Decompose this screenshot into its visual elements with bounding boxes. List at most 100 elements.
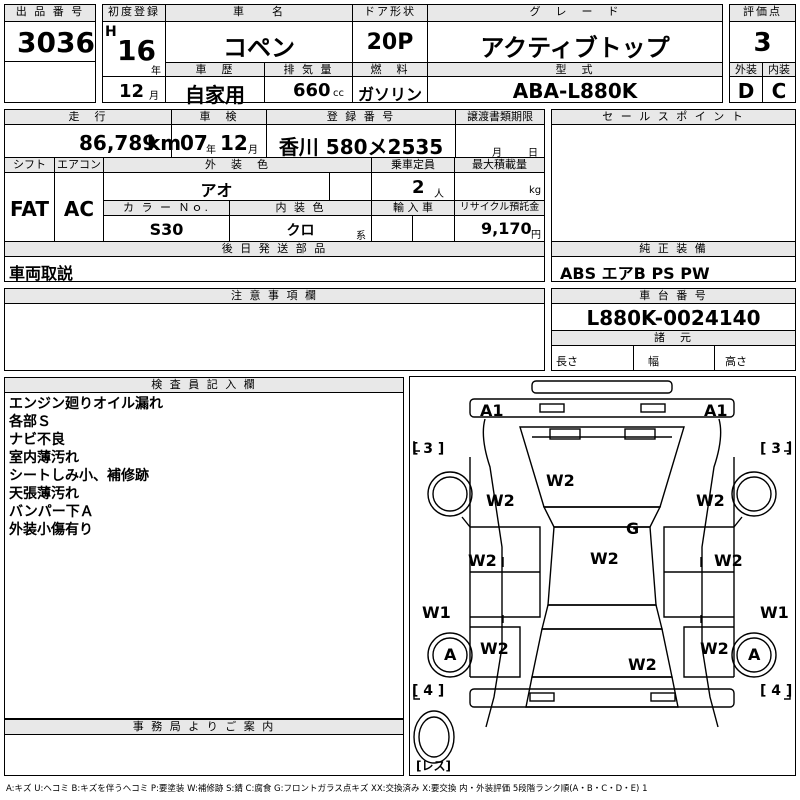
inspection-cell: 07 年 12 月 [171,124,267,158]
height-label: 高さ [725,355,747,368]
color-label: 外 装 色 [103,157,372,173]
ac-label: エアコン [54,157,104,173]
year-unit: 年 [151,66,161,77]
later-parts: 車両取説 [9,264,74,283]
plate-cell: 香川 580メ2535 [266,124,456,159]
car-name-label: 車 名 [165,4,353,22]
grade-cell: アクティブトップ [427,21,723,63]
mileage: 86,789 [79,131,157,155]
import-label: 輸 入 車 [371,200,455,216]
inspector-notes: エンジン廻りオイル漏れ 各部Ｓ ナビ不良 室内薄汚れ シートしみ小、補修跡 天張… [4,392,404,719]
lot-label: 出 品 番 号 [4,4,96,22]
office-cell [4,734,404,776]
ac: AC [63,197,95,221]
int-grade: C [771,79,787,103]
mark-front-right-corner: [ 3 ] [760,441,793,457]
load-cell: kg [454,172,545,201]
color: アオ [200,181,233,200]
history: 自家用 [185,83,245,107]
mark-rear-left-corner: [ 4 ] [412,683,445,699]
ext-cell: D [729,76,763,103]
door-cell: 20P [352,21,428,63]
color-no-label: カ ラ ー Ｎｏ. [103,200,230,216]
equipment: ABS エアB PS PW [560,264,710,283]
mark-front-right: A1 [704,401,728,420]
first-reg-cell: H 16 年 [102,21,166,77]
displacement-unit: cc [333,88,344,99]
equip-cell: ABS エアB PS PW [551,256,796,283]
color-no-cell: S30 [103,215,230,242]
displacement: 660 [293,80,331,101]
office-label: 事 務 局 よ り ご 案 内 [4,719,404,735]
mark-rear-right-fender: W2 [700,639,729,658]
height-cell: 高さ [714,345,796,371]
model: ABA-L880K [512,79,638,103]
equip-label: 純 正 装 備 [551,241,796,257]
mileage-unit: km [147,131,182,155]
mark-windshield: G [626,519,640,538]
capacity: 2 [412,177,425,198]
reg-month: 12 [119,81,145,102]
door-type: 20P [366,30,414,55]
mark-spare: [レス] [416,759,451,773]
mark-front-left-fender: W2 [486,491,515,510]
width-label: 幅 [648,355,659,368]
transfer-month: 月 [492,148,502,159]
car-name: コペン [223,34,295,62]
insp-year-unit: 年 [206,145,216,156]
mark-front-right-fender: W2 [696,491,725,510]
int-label: 内装 [762,62,796,77]
shift: FAT [10,197,49,221]
length-label: 長さ [556,355,578,368]
plate-label: 登 録 番 号 [266,109,456,125]
mark-rear-right-wheel: A [748,645,761,664]
note-line: バンパー下Ａ [9,504,94,520]
mark-rear-right-corner: [ 4 ] [760,683,793,699]
era: H [105,24,117,40]
capacity-label: 乗車定員 [371,157,455,173]
car-diagram: A1 A1 [ 3 ] [ 3 ] W2 W2 W2 G W2 W2 W2 W1… [409,376,796,776]
mark-rear-left-fender: W2 [480,639,509,658]
inspector-label: 検 査 員 記 入 欄 [4,377,404,393]
month-unit: 月 [149,91,159,102]
fuel-label: 燃 料 [352,62,428,77]
note-line: シートしみ小、補修跡 [9,468,149,484]
note-line: ナビ不良 [9,432,65,448]
chassis-label: 車 台 番 号 [551,288,796,304]
mark-right-door: W2 [714,551,743,570]
spec-label: 諸 元 [551,330,796,346]
history-label: 車 歴 [165,62,265,77]
lot-blank [4,61,96,103]
transfer-day: 日 [528,148,538,159]
door-label: ドア形状 [352,4,428,22]
mark-left-sill: W1 [422,603,451,622]
note-line: 天張薄汚れ [9,486,79,502]
grade: アクティブトップ [480,34,670,62]
inspection-label: 車 検 [171,109,267,125]
history-cell: 自家用 [165,76,265,107]
note-line: 室内薄汚れ [9,450,79,466]
mileage-cell: 86,789 km [4,124,181,158]
chassis-cell: L880K-0024140 [551,303,796,331]
displacement-cell: 660 cc [264,76,353,103]
car-name-cell: コペン [165,21,353,63]
displacement-label: 排 気 量 [264,62,353,77]
ac-cell: AC [54,172,104,242]
interior-unit: 系 [356,231,366,242]
fuel-cell: ガソリン [352,76,428,104]
mileage-label: 走 行 [4,109,172,125]
score-cell: 3 [729,21,796,63]
interior-cell: クロ 系 [229,215,372,242]
insp-month-unit: 月 [248,145,258,156]
grade-label: グ レ ー ド [427,4,723,22]
sales-cell [551,124,796,242]
score: 3 [753,28,772,58]
first-reg-label: 初度登録 [102,4,166,22]
chassis-number: L880K-0024140 [586,306,761,330]
int-cell: C [762,76,796,103]
mark-roof: W2 [590,549,619,568]
note-line: 各部Ｓ [9,414,51,430]
caution-label: 注 意 事 項 欄 [4,288,545,304]
inspector-lines: エンジン廻りオイル漏れ 各部Ｓ ナビ不良 室内薄汚れ シートしみ小、補修跡 天張… [9,395,163,539]
mark-right-sill: W1 [760,603,789,622]
